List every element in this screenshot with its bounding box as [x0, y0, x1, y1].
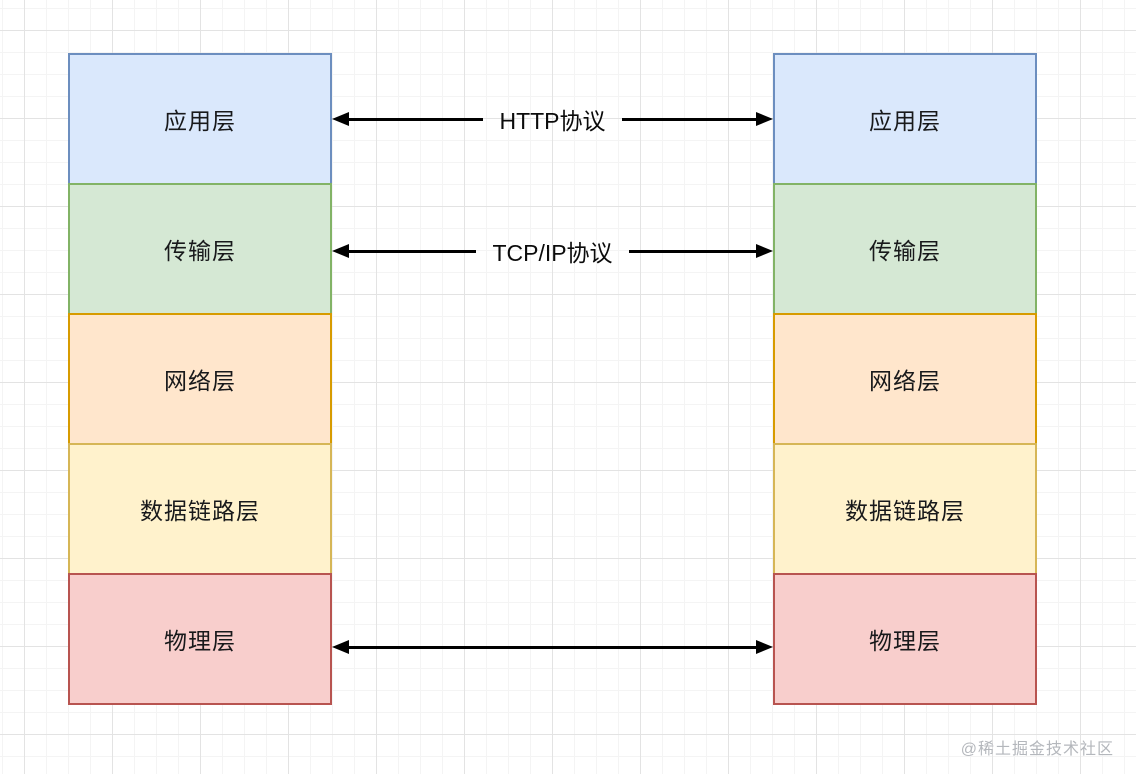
watermark-text: @稀土掘金技术社区: [960, 741, 1114, 758]
layer-transport-left: 传输层: [68, 183, 332, 315]
connection-label-http: HTTP协议: [499, 108, 606, 134]
layer-datalink-right: 数据链路层: [773, 443, 1037, 575]
arrowhead-left-icon: [332, 244, 349, 258]
protocol-stack-left: 应用层 传输层 网络层 数据链路层 物理层: [68, 53, 332, 705]
layer-application-left: 应用层: [68, 53, 332, 185]
layer-application-right: 应用层: [773, 53, 1037, 185]
arrow-line: [349, 117, 484, 121]
layer-network-right: 网络层: [773, 313, 1037, 445]
arrow-line: [349, 645, 553, 649]
arrow-line: [621, 117, 756, 121]
arrowhead-left-icon: [332, 640, 349, 654]
layer-label-network: 网络层: [869, 368, 941, 394]
layer-label-physical: 物理层: [164, 628, 236, 654]
layer-label-transport: 传输层: [164, 238, 236, 264]
arrowhead-left-icon: [332, 112, 349, 126]
layer-transport-right: 传输层: [773, 183, 1037, 315]
layer-label-datalink: 数据链路层: [845, 498, 965, 524]
layer-label-transport: 传输层: [869, 238, 941, 264]
arrowhead-right-icon: [756, 112, 773, 126]
layer-physical-left: 物理层: [68, 573, 332, 705]
protocol-stack-right: 应用层 传输层 网络层 数据链路层 物理层: [773, 53, 1037, 705]
arrow-line: [628, 249, 756, 253]
layer-network-left: 网络层: [68, 313, 332, 445]
layer-label-physical: 物理层: [869, 628, 941, 654]
connection-label-tcpip: TCP/IP协议: [492, 240, 613, 266]
layer-label-application: 应用层: [869, 108, 941, 134]
arrow-line: [552, 645, 756, 649]
arrowhead-right-icon: [756, 640, 773, 654]
connection-http: HTTP协议: [332, 104, 773, 134]
layer-label-datalink: 数据链路层: [140, 498, 260, 524]
arrowhead-right-icon: [756, 244, 773, 258]
layer-label-application: 应用层: [164, 108, 236, 134]
connection-physical: [332, 632, 773, 662]
connection-tcpip: TCP/IP协议: [332, 236, 773, 266]
layer-physical-right: 物理层: [773, 573, 1037, 705]
arrow-line: [349, 249, 477, 253]
layer-label-network: 网络层: [164, 368, 236, 394]
layer-datalink-left: 数据链路层: [68, 443, 332, 575]
